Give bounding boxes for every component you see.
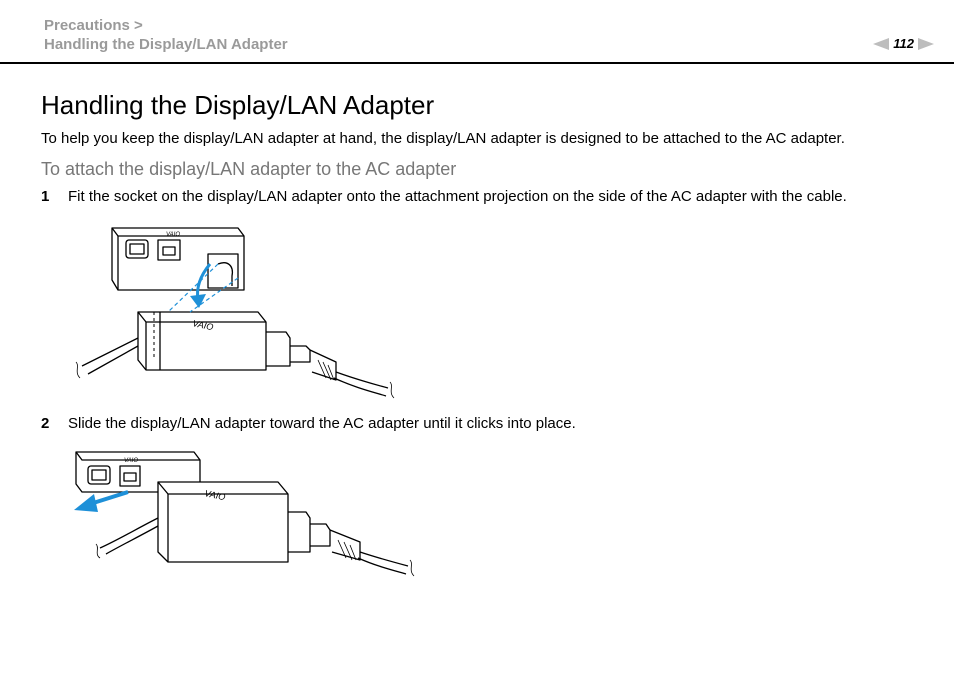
slide-arrow-icon xyxy=(89,490,129,506)
vaio-logo-small: VAIO xyxy=(124,458,138,464)
breadcrumb: Precautions > Handling the Display/LAN A… xyxy=(44,16,288,54)
page-number: 112 xyxy=(893,36,914,51)
header-divider xyxy=(0,62,954,64)
breadcrumb-current[interactable]: Handling the Display/LAN Adapter xyxy=(44,36,288,53)
page-title: Handling the Display/LAN Adapter xyxy=(41,90,435,120)
previous-page-icon[interactable] xyxy=(873,37,890,50)
step-text: Fit the socket on the display/LAN adapte… xyxy=(68,188,847,205)
page-header: Precautions > Handling the Display/LAN A… xyxy=(0,0,954,64)
step-number: 2 xyxy=(41,415,50,432)
intro-paragraph: To help you keep the display/LAN adapter… xyxy=(41,130,845,147)
step-1: 1 Fit the socket on the display/LAN adapt… xyxy=(41,188,847,205)
step-text: Slide the display/LAN adapter toward the… xyxy=(68,415,576,432)
section-subheading: To attach the display/LAN adapter to the… xyxy=(41,159,457,179)
next-page-icon[interactable] xyxy=(918,37,934,50)
breadcrumb-parent-link[interactable]: Precautions > xyxy=(44,17,143,34)
step-number: 1 xyxy=(41,188,50,205)
vaio-logo: VAIO xyxy=(204,488,227,502)
figure-slide-adapter: VAIO VAIO xyxy=(74,451,415,577)
page-navigation: 112 xyxy=(873,36,934,51)
figure-attach-adapter: VAIO VAIO xyxy=(75,227,395,399)
step-2: 2 Slide the display/LAN adapter toward th… xyxy=(41,415,576,432)
vaio-logo: VAIO xyxy=(192,318,215,332)
vaio-logo-small: VAIO xyxy=(166,232,180,238)
